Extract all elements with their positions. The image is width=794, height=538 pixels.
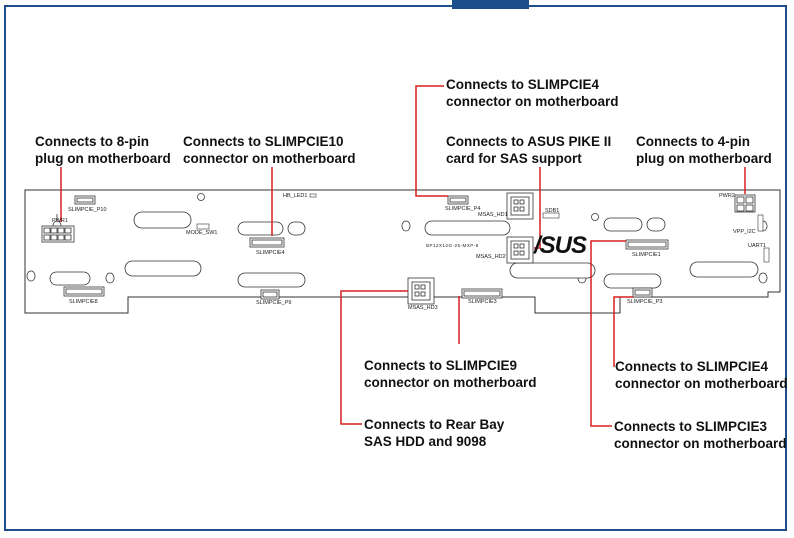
board-outline <box>24 189 781 314</box>
label-hb-led1: HB_LED1 <box>283 193 308 199</box>
vpp-i2c-header <box>757 214 764 232</box>
label-slimpcie3: SLIMPCIE3 <box>468 299 497 305</box>
leader-slim4-bottom <box>613 296 633 367</box>
label-part-number: BP12X12G-25-MXP-8 <box>426 243 479 248</box>
leader-rear <box>340 290 408 425</box>
leader-slim3 <box>590 240 626 427</box>
hole-2 <box>591 213 599 221</box>
keyhole-3 <box>26 270 36 282</box>
keyhole-2 <box>401 220 411 232</box>
mode-sw1-header <box>196 223 210 230</box>
label-slimpcie-p9: SLIMPCIE_P9 <box>256 300 292 306</box>
label-vpp-i2c: VPP_I2C <box>733 229 756 235</box>
sdb1-header <box>542 212 560 219</box>
asus-logo: /SUS <box>534 232 587 259</box>
hole-1 <box>197 193 205 201</box>
leader-pike <box>534 167 541 249</box>
pwr2-connector <box>734 194 756 213</box>
keyhole-7 <box>758 272 768 284</box>
label-uart1: UART1 <box>748 243 766 249</box>
label-slimpcie-p4: SLIMPCIE_P4 <box>445 206 481 212</box>
uart1-header <box>763 247 770 263</box>
keyhole-4 <box>105 272 115 284</box>
label-msas-hd2: MSAS_HD2 <box>476 254 506 260</box>
header-tab <box>452 0 529 9</box>
label-slimpcie1: SLIMPCIE1 <box>632 252 661 258</box>
label-pwr1: PWR1 <box>52 218 68 224</box>
label-slimpcie8: SLIMPCIE8 <box>69 299 98 305</box>
leader-slim4-top <box>415 85 448 197</box>
label-mode-sw1: MODE_SW1 <box>186 230 218 236</box>
hb-led1 <box>309 193 317 198</box>
label-slimpcie-p10: SLIMPCIE_P10 <box>68 207 107 213</box>
label-slimpcie4: SLIMPCIE4 <box>256 250 285 256</box>
label-pwr2: PWR2 <box>719 193 735 199</box>
label-sdb1: SDB1 <box>545 208 560 214</box>
label-slimpcie-p3: SLIMPCIE_P3 <box>627 299 663 305</box>
label-msas-hd3: MSAS_HD3 <box>408 305 438 311</box>
label-msas-hd1: MSAS_HD1 <box>478 212 508 218</box>
pwr1-connector <box>41 225 75 243</box>
